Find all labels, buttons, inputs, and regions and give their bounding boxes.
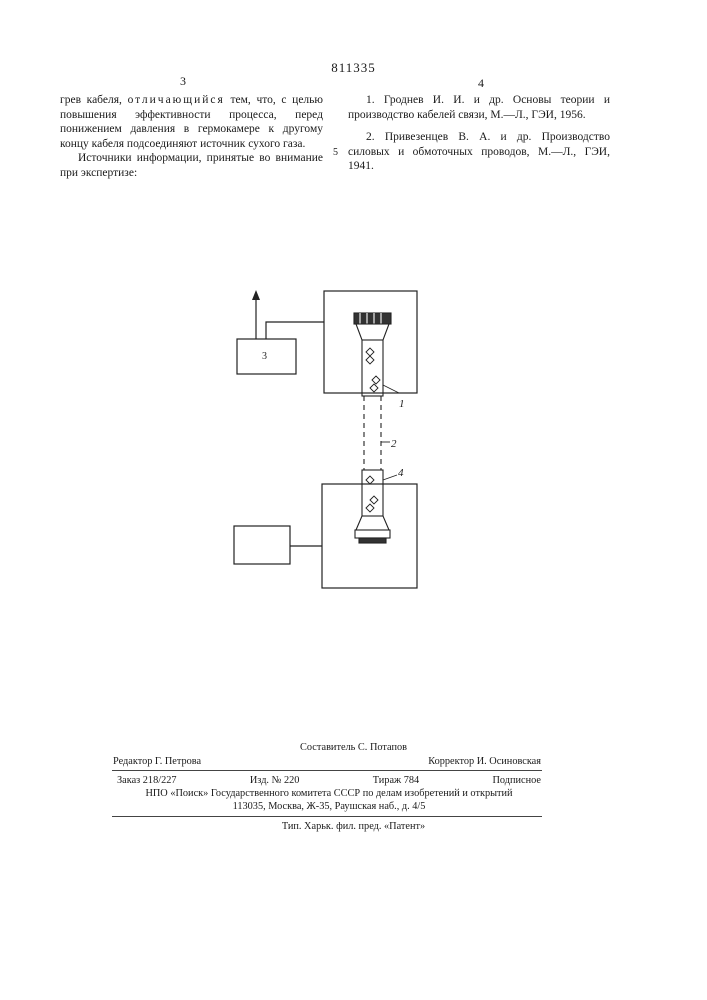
- upper-cable-fitting: [354, 313, 391, 396]
- editor-row: Редактор Г. Петрова Корректор И. Осиновс…: [113, 755, 541, 768]
- subscription: Подписное: [493, 774, 541, 787]
- circulation: Тираж 784: [373, 774, 419, 787]
- label-4: 4: [398, 467, 404, 479]
- order: Заказ 218/227: [117, 774, 177, 787]
- order-row: Заказ 218/227 Изд. № 220 Тираж 784 Подпи…: [117, 774, 541, 787]
- lower-device-block: [234, 526, 290, 564]
- footer-divider-top: [112, 770, 542, 771]
- lower-cable-fitting: [355, 470, 390, 543]
- connection-line-upper: [266, 322, 324, 339]
- label-2: 2: [391, 438, 397, 450]
- label-1: 1: [399, 398, 405, 410]
- corrector: Корректор И. Осиновская: [428, 755, 541, 768]
- printer-line: Тип. Харьк. фил. пред. «Патент»: [0, 820, 707, 833]
- org-line-2: 113035, Москва, Ж-35, Раушская наб., д. …: [117, 800, 541, 813]
- compiler-line: Составитель С. Потапов: [0, 741, 707, 754]
- lower-pressure-chamber: [322, 484, 417, 588]
- arrow-icon: [252, 290, 260, 300]
- cable-section: [364, 396, 381, 470]
- label-3: 3: [262, 351, 267, 362]
- upper-pressure-chamber: [324, 291, 417, 393]
- editor: Редактор Г. Петрова: [113, 755, 201, 768]
- footer-divider-bottom: [112, 816, 542, 817]
- edition: Изд. № 220: [250, 774, 300, 787]
- org-line-1: НПО «Поиск» Государственного комитета СС…: [117, 787, 541, 800]
